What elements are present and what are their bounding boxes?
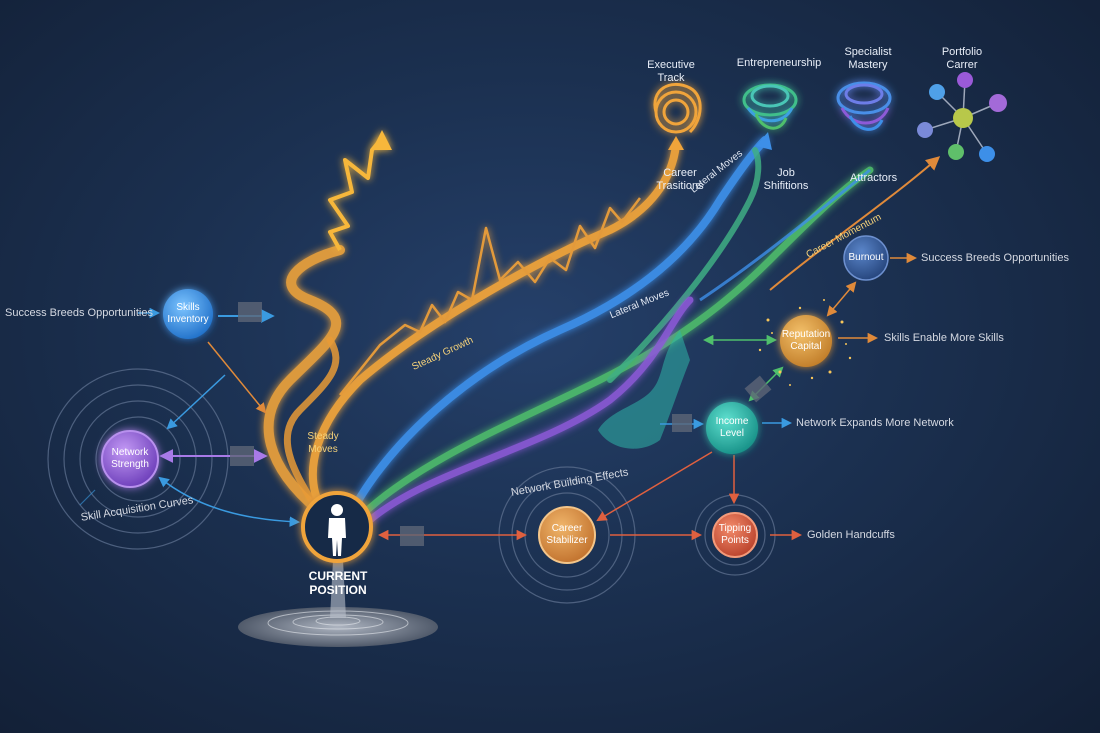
node-label-career-stabilizer: Career Stabilizer [546, 523, 588, 546]
node-career-stabilizer[interactable] [538, 506, 596, 564]
connector-block-1 [238, 302, 262, 322]
node-reputation-capital[interactable] [780, 315, 832, 367]
node-label-current-position: CURRENT POSITION [308, 569, 368, 597]
zigzag-breakthrough [328, 136, 384, 251]
label-entrepreneurship: Entrepreneurship [736, 57, 822, 69]
label-specialist-mastery: Specialist Mastery [844, 46, 892, 71]
node-skills-inventory[interactable] [163, 289, 213, 339]
node-income-level[interactable] [706, 402, 758, 454]
path-executive [308, 141, 680, 514]
node-label-skills-inventory: Skills Inventory [167, 302, 209, 325]
arrow-entrepreneurship-tip [756, 132, 772, 150]
path-specialist-b [607, 147, 762, 383]
label-network-expands: Network Expands More Network [796, 417, 954, 429]
base-pedestal [238, 560, 438, 647]
label-steady-moves: Steady Moves [307, 431, 339, 455]
label-success-right: Success Breeds Opportunities [921, 252, 1069, 264]
label-skills-more-skills: Skills Enable More Skills [884, 332, 1004, 344]
label-portfolio-career: Portfolio Carrer [941, 46, 983, 71]
path-portfolio-purple [366, 296, 694, 524]
connector-block-2 [230, 446, 254, 466]
path-steady-moves [283, 336, 340, 519]
path-entrepreneurship [346, 136, 769, 519]
zigzag-arrow-tip [372, 130, 392, 150]
node-label-tipping-points: Tipping Points [718, 523, 752, 546]
arrow-income-stabilizer [596, 451, 713, 522]
executive-spiral [653, 82, 702, 134]
node-label-network-strength: Network Strength [111, 447, 149, 470]
node-label-reputation-capital: Reputation Capital [781, 329, 831, 352]
node-label-income-level: Income Level [715, 416, 749, 439]
entrepreneurship-spiral [742, 83, 798, 130]
node-label-burnout: Burnout [848, 252, 884, 263]
connector-block-4 [672, 414, 692, 432]
label-success-left: Success Breeds Opportunities [5, 307, 153, 319]
arrow-rep-burnout [826, 281, 857, 317]
arrow-to-portfolio [769, 156, 941, 291]
label-golden-handcuffs: Golden Handcuffs [807, 529, 895, 541]
path-steady-growth-line [339, 197, 641, 396]
teal-wave [598, 330, 690, 449]
arrow-executive-tip [668, 136, 684, 150]
portfolio-network [917, 72, 1007, 162]
label-job-shifts: Job Shifitions [763, 167, 809, 192]
node-network-strength[interactable] [101, 430, 159, 488]
arrow-momentum [699, 168, 871, 302]
connector-block-5 [744, 375, 772, 403]
arrow-to-network [166, 374, 226, 430]
arrow-skill-curves [79, 489, 96, 506]
node-tipping-points[interactable] [712, 512, 758, 558]
arrow-network-to-current [158, 476, 301, 527]
arrow-skills-down [207, 341, 267, 414]
node-burnout[interactable] [843, 235, 889, 281]
connector-block-3 [400, 526, 424, 546]
reputation-sparkles [758, 299, 852, 386]
label-executive-track: Executive Track [647, 59, 695, 84]
label-career-transitions: Career Trasitions [656, 167, 704, 192]
specialist-spiral [836, 81, 892, 131]
person-icon [328, 504, 346, 556]
path-specialist [358, 166, 874, 519]
label-attractors: Attractors [850, 172, 898, 184]
